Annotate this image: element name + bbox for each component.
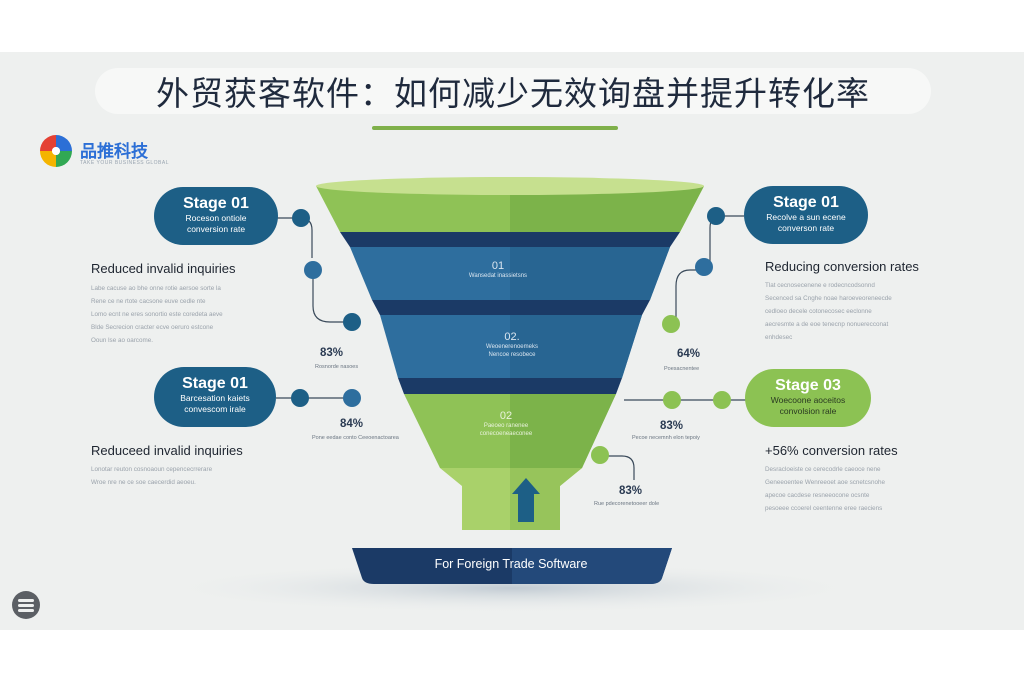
connector-dot	[291, 389, 309, 407]
right-stage-top: Stage 01 Recolve a sun ecene converson r…	[744, 186, 868, 244]
right-heading-bottom: +56% conversion rates	[765, 443, 898, 458]
left-percent-1-note: Rosnorde nasoes	[315, 364, 359, 370]
brand-name: 品推科技	[80, 142, 148, 162]
left-heading-top: Reduced invalid inquiries	[91, 261, 236, 276]
right-percent-3-note: Rue pdecorenetooeer dole	[594, 501, 660, 507]
left-para-mid: Lonotar reuton cosnoaoun cepencecrrerare…	[91, 466, 213, 486]
up-arrow-icon	[512, 478, 540, 522]
right-heading-top: Reducing conversion rates	[765, 259, 919, 274]
left-stage-top: Stage 01 Roceson ontiole conversion rate	[154, 187, 278, 245]
connector-dot	[713, 391, 731, 409]
left-percent-2-note: Pone eedae conto Ceeoenactoarea	[312, 435, 399, 441]
left-percent-2: 84%	[340, 418, 364, 430]
title-banner: 外贸获客软件：如何减少无效询盘并提升转化率	[95, 68, 931, 114]
band-2-label: 02. Weoenerenoemeks Nencoe resobece	[486, 331, 538, 358]
right-percent-2: 83%	[660, 420, 684, 432]
connector-dot	[591, 446, 609, 464]
funnel-base-label: For Foreign Trade Software	[434, 557, 588, 571]
floor-shadow	[152, 562, 872, 614]
band-3-label: 02 Paeoeo ranenee conecoeneaeconee	[479, 410, 533, 437]
left-stage-mid: Stage 01 Barcesation kaiets convescom ir…	[154, 367, 276, 427]
brand-tagline: TAKE YOUR BUSINESS GLOBAL	[80, 160, 170, 166]
brand-logo-icon	[40, 135, 72, 167]
right-percent-1-note: Poesacnentee	[664, 366, 700, 372]
left-percent-1: 83%	[320, 347, 344, 359]
left-heading-mid: Reduceed invalid inquiries	[91, 443, 243, 458]
title-underline	[372, 126, 618, 130]
right-percent-3: 83%	[619, 485, 643, 497]
connector-dot	[304, 261, 322, 279]
funnel-body	[316, 177, 704, 530]
right-percent-2-note: Pecoe necemnh elon tepoiy	[632, 435, 700, 441]
page-title: 外贸获客软件：如何减少无效询盘并提升转化率	[156, 74, 870, 113]
funnel-rim	[316, 177, 704, 195]
connector-dot	[343, 313, 361, 331]
connector-dot	[662, 315, 680, 333]
menu-icon[interactable]	[12, 591, 40, 619]
left-para-top: Labe cacuse ao bhe onne rotie aersoe sor…	[91, 285, 223, 344]
connector-dot	[663, 391, 681, 409]
connector-dot	[292, 209, 310, 227]
connector-dot	[707, 207, 725, 225]
connector-dot	[343, 389, 361, 407]
connector-dot	[695, 258, 713, 276]
right-stage-bottom: Stage 03 Woecoone aoceitos convolsion ra…	[745, 369, 871, 427]
band-1-label: 01 Wansedat inassietsns	[468, 260, 528, 279]
right-percent-1: 64%	[677, 348, 701, 360]
